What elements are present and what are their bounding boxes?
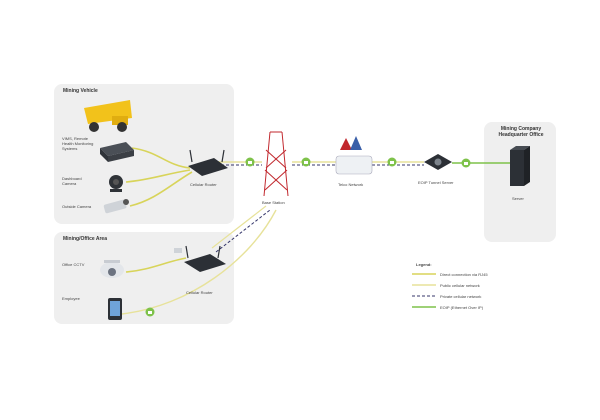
link-cctv-router — [125, 257, 187, 273]
telco-network-label: Telco Network — [338, 182, 364, 187]
legend-title: Legend: — [416, 262, 432, 267]
tablet-icon — [108, 298, 122, 320]
link-vims-router — [131, 147, 191, 169]
outside-camera-label: Outside Camera — [62, 204, 92, 209]
router-icon — [174, 245, 226, 272]
mining-office-area-title: Mining/Office Area — [63, 236, 107, 242]
bullet-camera-icon — [103, 199, 129, 214]
router-icon — [188, 149, 228, 176]
tunnel-server-label: EOIP Tunnel Server — [418, 180, 454, 185]
legend-item-public: Public cellular network — [440, 283, 480, 288]
office-router-label: Cellular Router — [186, 290, 213, 295]
link-outsidecam-router — [129, 171, 193, 207]
office-cctv-label: Office CCTV — [62, 262, 85, 267]
truck-icon — [84, 100, 132, 132]
monitor-box-icon — [100, 142, 134, 162]
tunnel-server-icon — [424, 154, 452, 170]
vehicle-router-label: Cellular Router — [190, 182, 217, 187]
cctv-icon — [100, 260, 124, 278]
cloud-network-icon — [335, 136, 373, 175]
legend-item-ethernet: EOIP (Ethernet Over IP) — [440, 305, 484, 310]
cell-tower-icon — [263, 131, 289, 197]
dome-camera-icon — [109, 175, 123, 192]
server-tower-icon — [510, 146, 530, 186]
link-dashcam-router — [125, 169, 191, 183]
link-office-router-tower-pub — [211, 205, 267, 249]
vims-label: VIMS, Remote Health Monitoring Systems — [62, 136, 94, 151]
legend-item-direct: Direct connection via RJ45 — [440, 272, 488, 277]
link-office-router-tower — [215, 209, 271, 253]
base-station-label: Base Station — [262, 200, 285, 205]
server-label: Server — [512, 196, 524, 201]
hq-office-title: Mining Company Headquarter Office — [498, 126, 544, 138]
legend-item-private: Private cellular network — [440, 294, 482, 299]
mining-vehicle-title: Mining Vehicle — [63, 88, 98, 94]
mining-office-area-panel — [54, 232, 234, 324]
dashboard-camera-label: Dashboard Camera — [62, 176, 82, 186]
employee-label: Employee — [62, 296, 80, 301]
